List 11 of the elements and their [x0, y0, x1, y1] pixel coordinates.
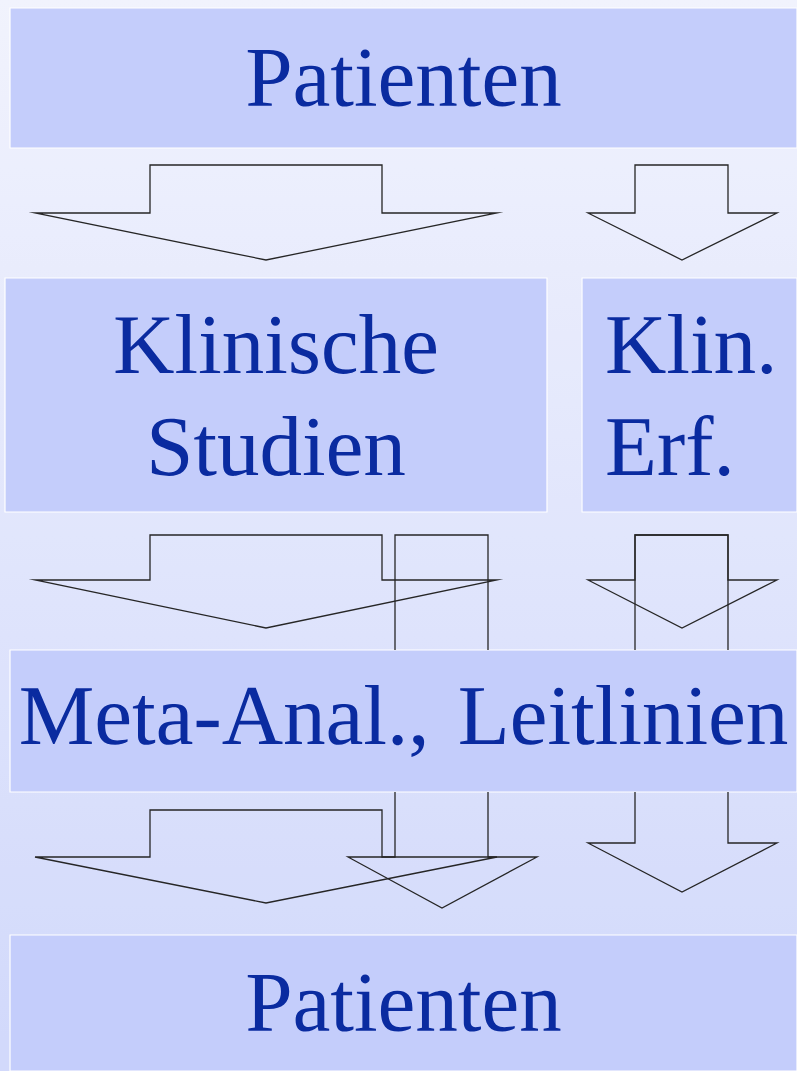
block-arrow — [28, 164, 504, 261]
process-box: Meta-Anal., Leitlinien — [9, 649, 797, 793]
process-box: Patienten — [9, 7, 797, 149]
block-arrow — [345, 534, 540, 909]
block-arrow — [585, 534, 780, 893]
process-box: Patienten — [9, 934, 797, 1071]
block-arrow — [585, 164, 780, 261]
block-arrow — [34, 809, 498, 904]
block-arrow — [28, 534, 504, 629]
process-box: Klin. Erf. — [581, 277, 797, 513]
process-box: Klinische Studien — [4, 277, 548, 513]
